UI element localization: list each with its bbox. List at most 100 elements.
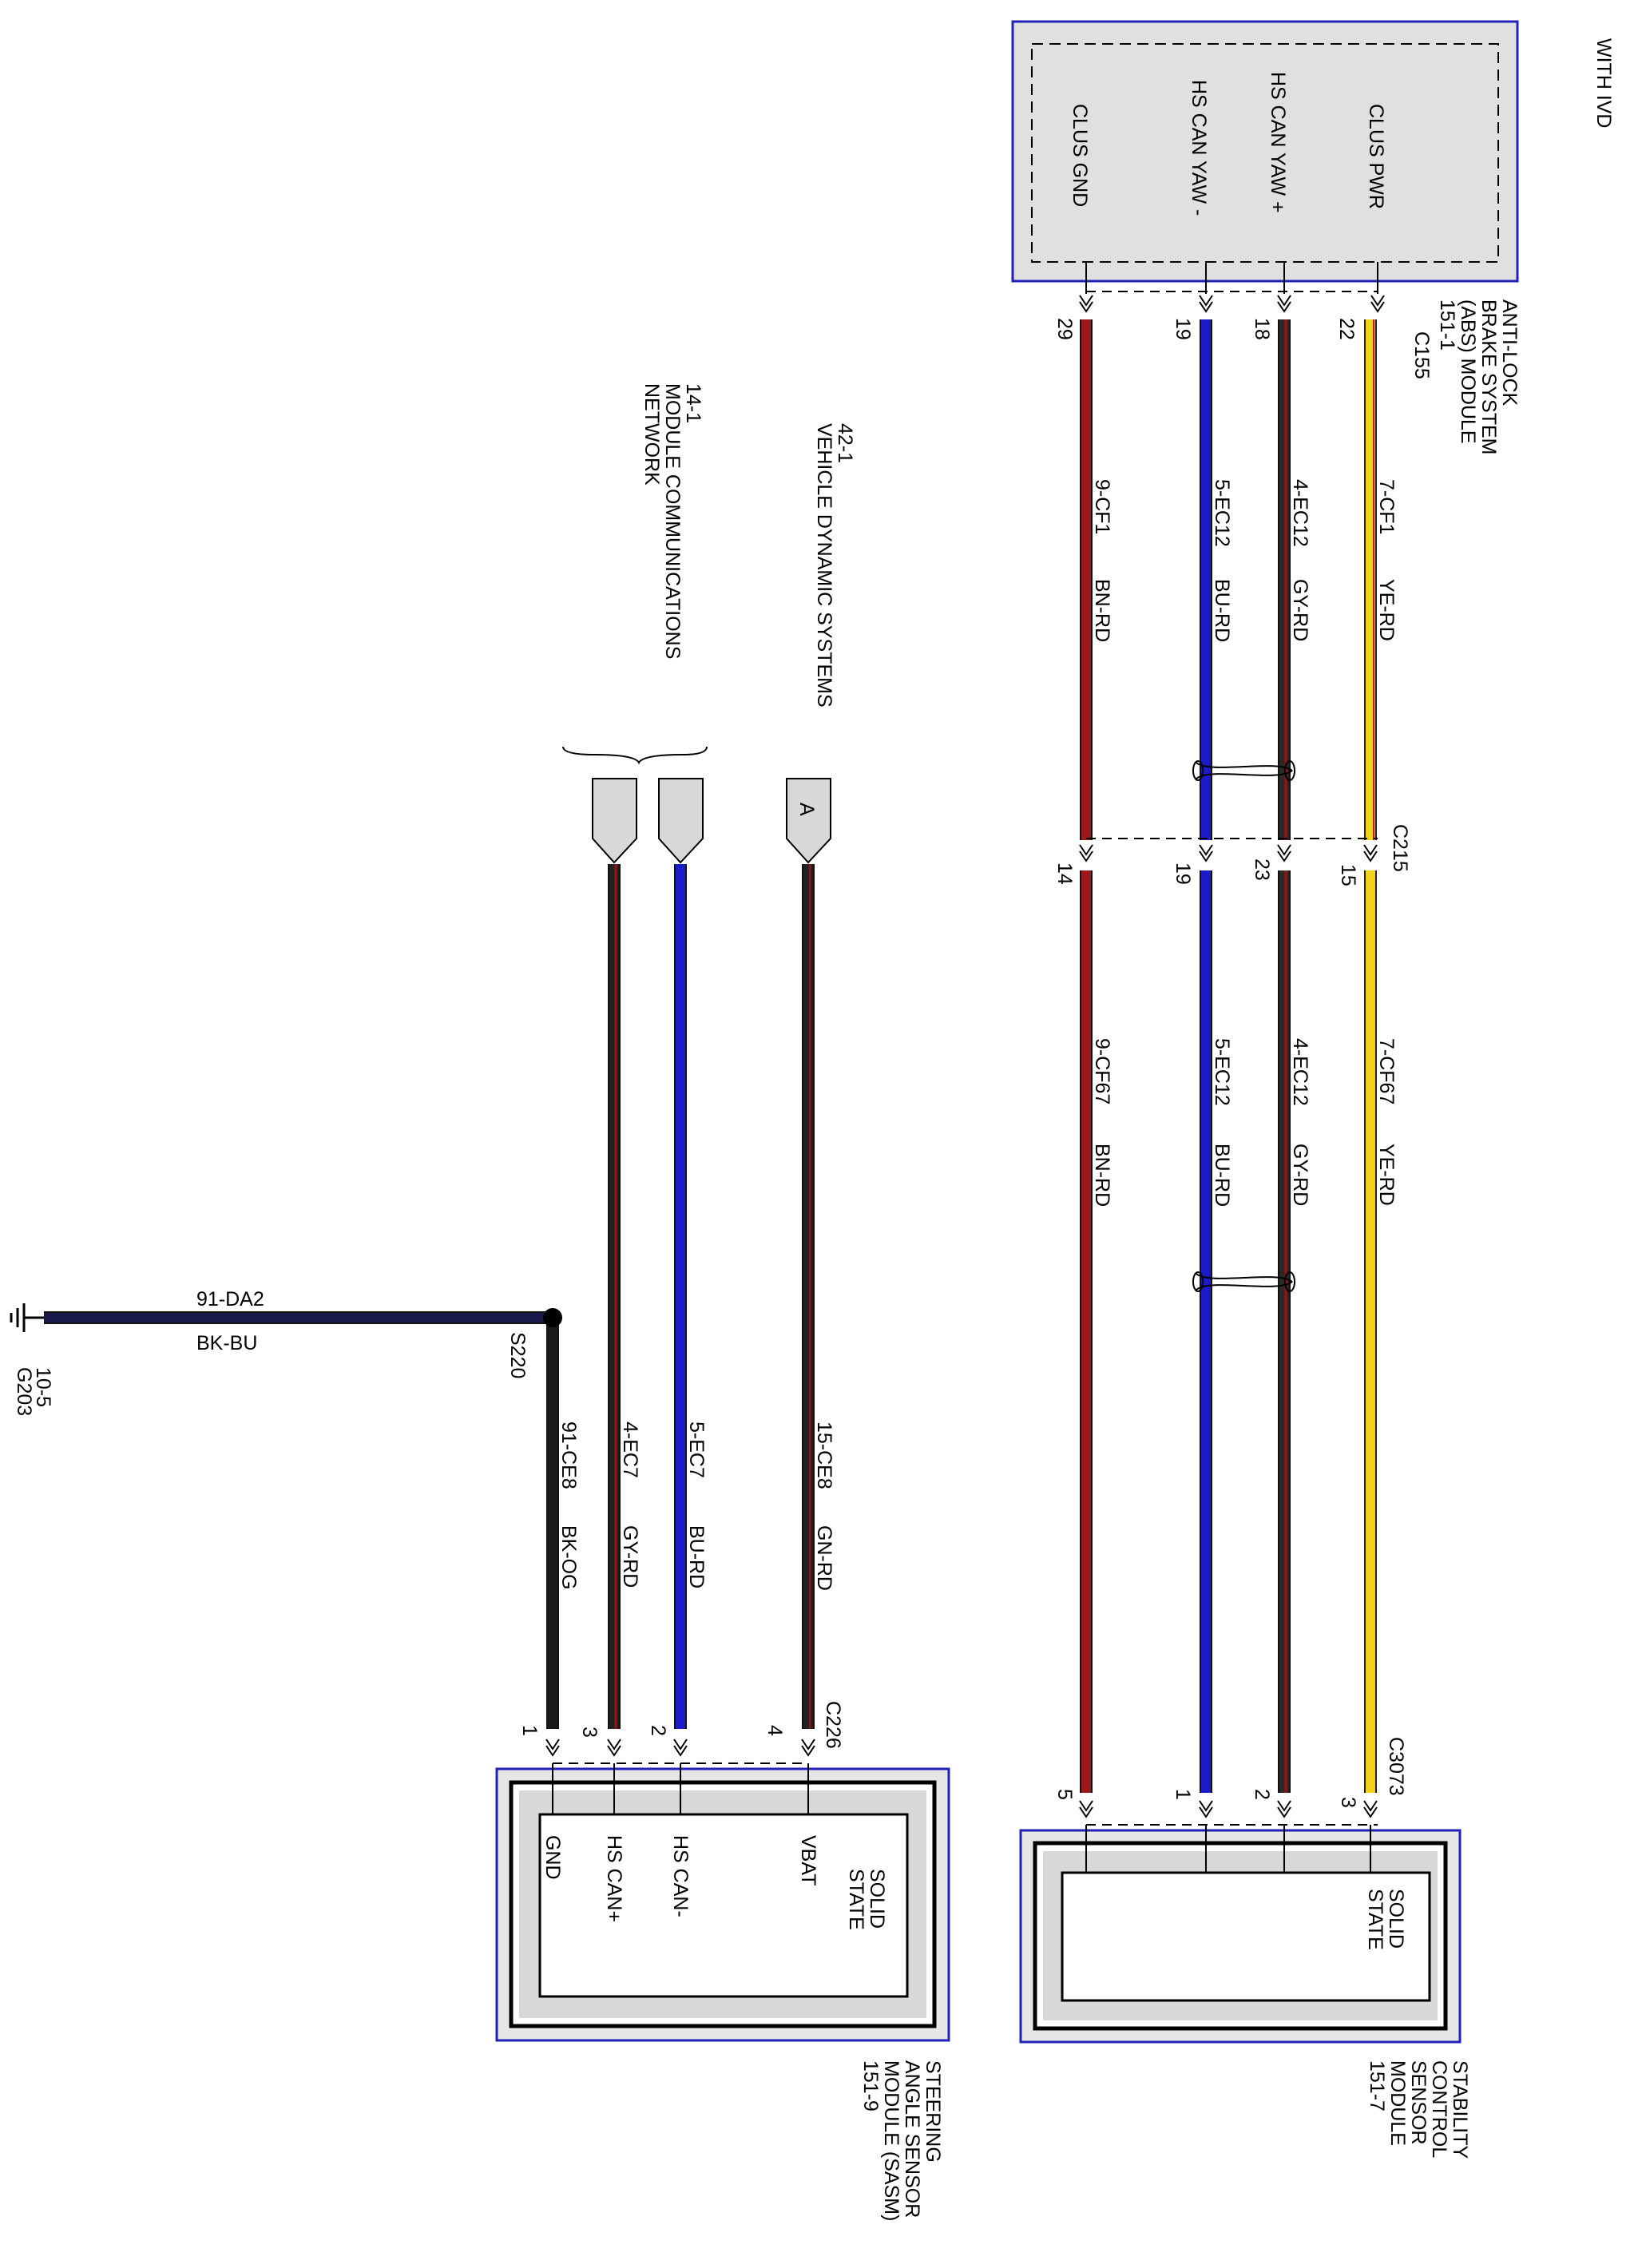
wire-color-gy-rd-sasm: GY-RD	[619, 1525, 641, 1588]
wire-circuit-9-cf67: 9-CF67	[1091, 1038, 1113, 1104]
abs-module-name: ANTI-LOCK BRAKE SYSTEM (ABS) MODULE 151-…	[1410, 299, 1521, 455]
abs-name-line1: ANTI-LOCK	[1498, 299, 1521, 406]
c226-pin-1: 1	[518, 1725, 541, 1736]
sasm-module-name: STEERING ANGLE SENSOR MODULE (SASM) 151-…	[859, 2060, 944, 2221]
ref-flag-can-plus	[592, 778, 637, 864]
c3073-pin-5: 5	[1053, 1789, 1076, 1800]
c215-pin-15: 15	[1337, 864, 1359, 886]
wire-color-bu-rd-1: BU-RD	[1211, 579, 1233, 642]
scsm-module	[1019, 1825, 1462, 2044]
sasm-name-line3: MODULE (SASM)	[880, 2060, 902, 2221]
abs-name-line3: (ABS) MODULE	[1457, 299, 1479, 444]
sasm-wires	[44, 864, 815, 1729]
diagram-title: WITH IVD	[1592, 38, 1615, 129]
c226-chevrons	[545, 1739, 815, 1757]
wire-color-gy-rd-2: GY-RD	[1289, 1144, 1311, 1206]
abs-pin-label-hs-can-yaw-minus: HS CAN YAW -	[1188, 80, 1210, 216]
wire-color-bn-rd-2: BN-RD	[1091, 1144, 1113, 1207]
c3073-chevrons	[1079, 1800, 1378, 1818]
ground-ref: 10-5	[32, 1367, 54, 1407]
c155-pin-22: 22	[1335, 318, 1358, 340]
scsm-module-name: STABILITY CONTROL SENSOR MODULE 151-7	[1366, 2060, 1471, 2159]
c226-pin-4: 4	[763, 1725, 786, 1736]
ground-wire-circuit: 91-DA2	[196, 1288, 264, 1310]
ground-name: G203	[13, 1367, 35, 1416]
c155-pin-29: 29	[1053, 318, 1076, 340]
wire-circuit-7-cf1: 7-CF1	[1375, 479, 1398, 534]
wire-circuit-9-cf1: 9-CF1	[1091, 479, 1113, 534]
ref-mcn-line3: NETWORK	[641, 383, 663, 486]
wire-color-bu-rd-sasm: BU-RD	[685, 1525, 708, 1588]
splice-s220-dot	[543, 1308, 562, 1327]
wire-circuit-91-ce8: 91-CE8	[557, 1421, 580, 1489]
sasm-name-line1: STEERING	[922, 2060, 944, 2163]
abs-module-inner	[1031, 43, 1499, 263]
wire-circuit-4-ec12-a: 4-EC12	[1289, 479, 1311, 547]
sasm-module	[495, 1763, 950, 2042]
abs-name-line2: BRAKE SYSTEM	[1477, 299, 1500, 455]
scsm-name-line4: MODULE	[1386, 2060, 1409, 2146]
ref-mcn-line2: MODULE COMMUNICATIONS	[661, 383, 684, 659]
ground-label: G203 10-5	[13, 1367, 54, 1416]
scsm-name-line3: SENSOR	[1407, 2060, 1430, 2145]
sasm-name-line4: 151-9	[859, 2060, 882, 2111]
wire-circuit-15-ce8: 15-CE8	[813, 1421, 835, 1489]
reference-brace	[562, 746, 708, 765]
abs-name-line4: 151-1	[1436, 299, 1458, 351]
scsm-name-line5: 151-7	[1366, 2060, 1388, 2111]
scsm-inner-label: SOLID STATE	[1364, 1889, 1407, 1950]
scsm-name-line2: CONTROL	[1428, 2060, 1450, 2158]
ref-vds-line1: 42-1	[834, 423, 856, 463]
abs-module-box	[1011, 20, 1519, 283]
c3073-pin-2: 2	[1251, 1789, 1273, 1800]
wire-circuit-4-ec12-b: 4-EC12	[1289, 1038, 1311, 1106]
sasm-solid-state-block	[538, 1813, 909, 1998]
sasm-pin-label-hs-can-minus: HS CAN-	[669, 1835, 692, 1917]
wire-circuit-5-ec12-b: 5-EC12	[1211, 1038, 1233, 1106]
wire-color-ye-rd-2: YE-RD	[1375, 1144, 1398, 1206]
splice-s220-label: S220	[506, 1332, 529, 1378]
abs-pin-label-clus-gnd: CLUS GND	[1069, 104, 1091, 207]
sasm-pin-label-hs-can-plus: HS CAN+	[603, 1835, 625, 1922]
upper-wires	[1080, 319, 1377, 840]
c3073-pin-1: 1	[1172, 1789, 1194, 1800]
scsm-inner-line1: SOLID	[1385, 1889, 1407, 1949]
sasm-name-line2: ANGLE SENSOR	[901, 2060, 923, 2218]
ref-vehicle-dynamic-systems: 42-1 VEHICLE DYNAMIC SYSTEMS	[813, 423, 856, 708]
wire-color-ye-rd-1: YE-RD	[1375, 579, 1398, 641]
sasm-inner-line2: STATE	[845, 1869, 867, 1930]
abs-pin-label-clus-pwr: CLUS PWR	[1365, 104, 1387, 209]
abs-connector-id: C155	[1410, 331, 1433, 379]
c215-chevrons	[1079, 844, 1378, 862]
c215-pin-19: 19	[1172, 862, 1194, 885]
wire-color-bu-rd-2: BU-RD	[1211, 1144, 1233, 1207]
sasm-inner-label: SOLID STATE	[845, 1869, 888, 1930]
wire-color-bk-og: BK-OG	[557, 1525, 580, 1590]
c3073-connector-id: C3073	[1385, 1737, 1407, 1796]
ref-flag-can-minus	[658, 778, 704, 864]
wire-color-gy-rd-1: GY-RD	[1289, 579, 1311, 641]
c215-pin-14: 14	[1053, 862, 1076, 885]
wire-circuit-5-ec12-a: 5-EC12	[1211, 479, 1233, 547]
c226-connector-id: C226	[822, 1701, 844, 1749]
wire-circuit-7-cf67: 7-CF67	[1375, 1038, 1398, 1104]
ref-flag-a-label: A	[795, 803, 818, 816]
c155-pin-18: 18	[1251, 318, 1273, 340]
ground-wire-color: BK-BU	[196, 1332, 257, 1354]
ref-mcn-line1: 14-1	[682, 383, 704, 423]
sasm-inner-line1: SOLID	[866, 1869, 888, 1929]
lower-wires	[1080, 870, 1377, 1793]
ground-symbol-icon	[10, 1303, 44, 1332]
ref-module-communications-network: 14-1 MODULE COMMUNICATIONS NETWORK	[641, 383, 704, 659]
c226-pin-2: 2	[647, 1725, 669, 1736]
ref-vds-line2: VEHICLE DYNAMIC SYSTEMS	[813, 423, 835, 708]
c215-connector-id: C215	[1389, 824, 1411, 872]
ref-flag-a	[786, 778, 831, 864]
scsm-name-line1: STABILITY	[1449, 2060, 1471, 2159]
wire-color-gn-rd: GN-RD	[813, 1525, 835, 1591]
abs-pin-label-hs-can-yaw-plus: HS CAN YAW +	[1267, 72, 1289, 213]
c215-pin-23: 23	[1251, 858, 1273, 881]
scsm-solid-state-block	[1061, 1871, 1431, 2002]
scsm-inner-line2: STATE	[1364, 1889, 1386, 1950]
